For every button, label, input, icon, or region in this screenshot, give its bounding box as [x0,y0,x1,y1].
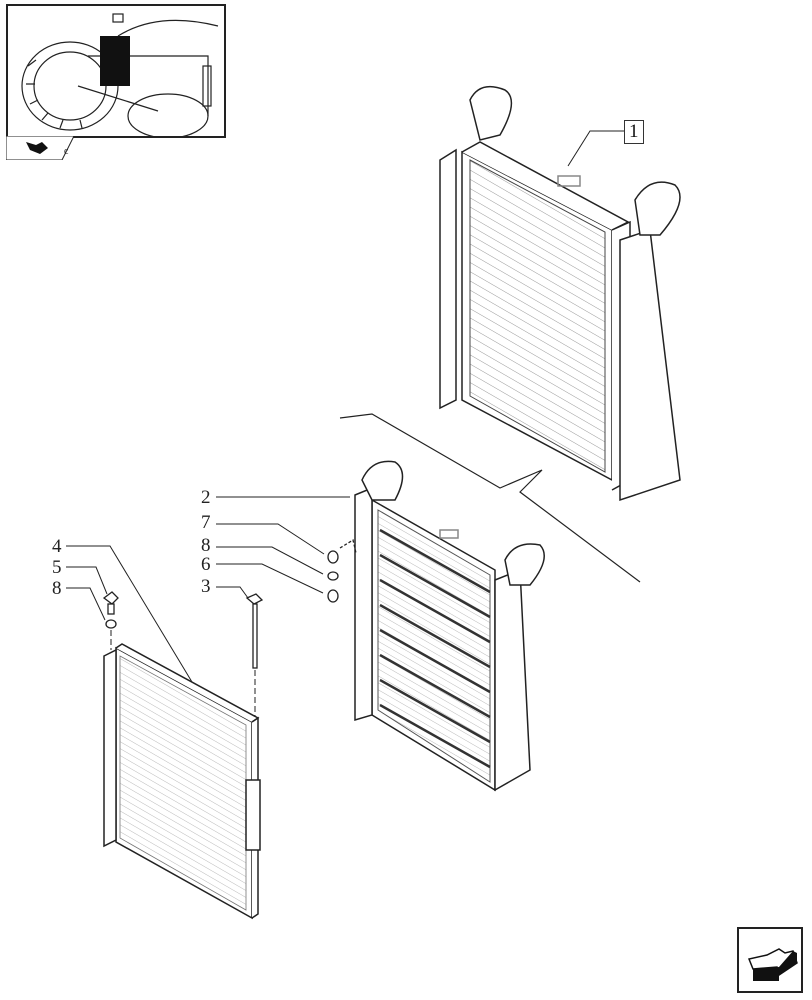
intercooler-assembly [439,85,681,502]
bushing-6 [327,589,339,603]
previous-page-arrow-icon [747,948,798,981]
bracket-3 [245,593,264,605]
callout-2[interactable]: 2 [201,487,211,508]
direction-arrow-icon [26,142,48,154]
callout-3[interactable]: 3 [201,576,211,597]
tractor-thumbnail-drawing [21,13,219,136]
washer-8b [105,619,117,629]
callout-5[interactable]: 5 [52,557,62,578]
previous-page-button[interactable] [737,927,803,993]
callout-4[interactable]: 4 [52,536,62,557]
callout-6[interactable]: 6 [201,554,211,575]
callout-7[interactable]: 7 [201,512,211,533]
fastener-parts [102,538,357,785]
bracket-5 [102,591,119,605]
callout-8-left[interactable]: 8 [52,578,62,599]
callout-8-right[interactable]: 8 [201,535,211,556]
assembly-separator-line [339,413,641,583]
condenser-assembly [103,643,261,920]
leader-lines [66,130,624,683]
washer-8 [327,571,339,581]
svg-text:c: c [64,146,69,157]
radiator-assembly [354,460,545,792]
location-thumbnail [6,4,226,138]
thumbnail-tab: c [6,136,76,160]
bushing-7 [327,550,339,564]
callout-1[interactable]: 1 [624,120,644,144]
